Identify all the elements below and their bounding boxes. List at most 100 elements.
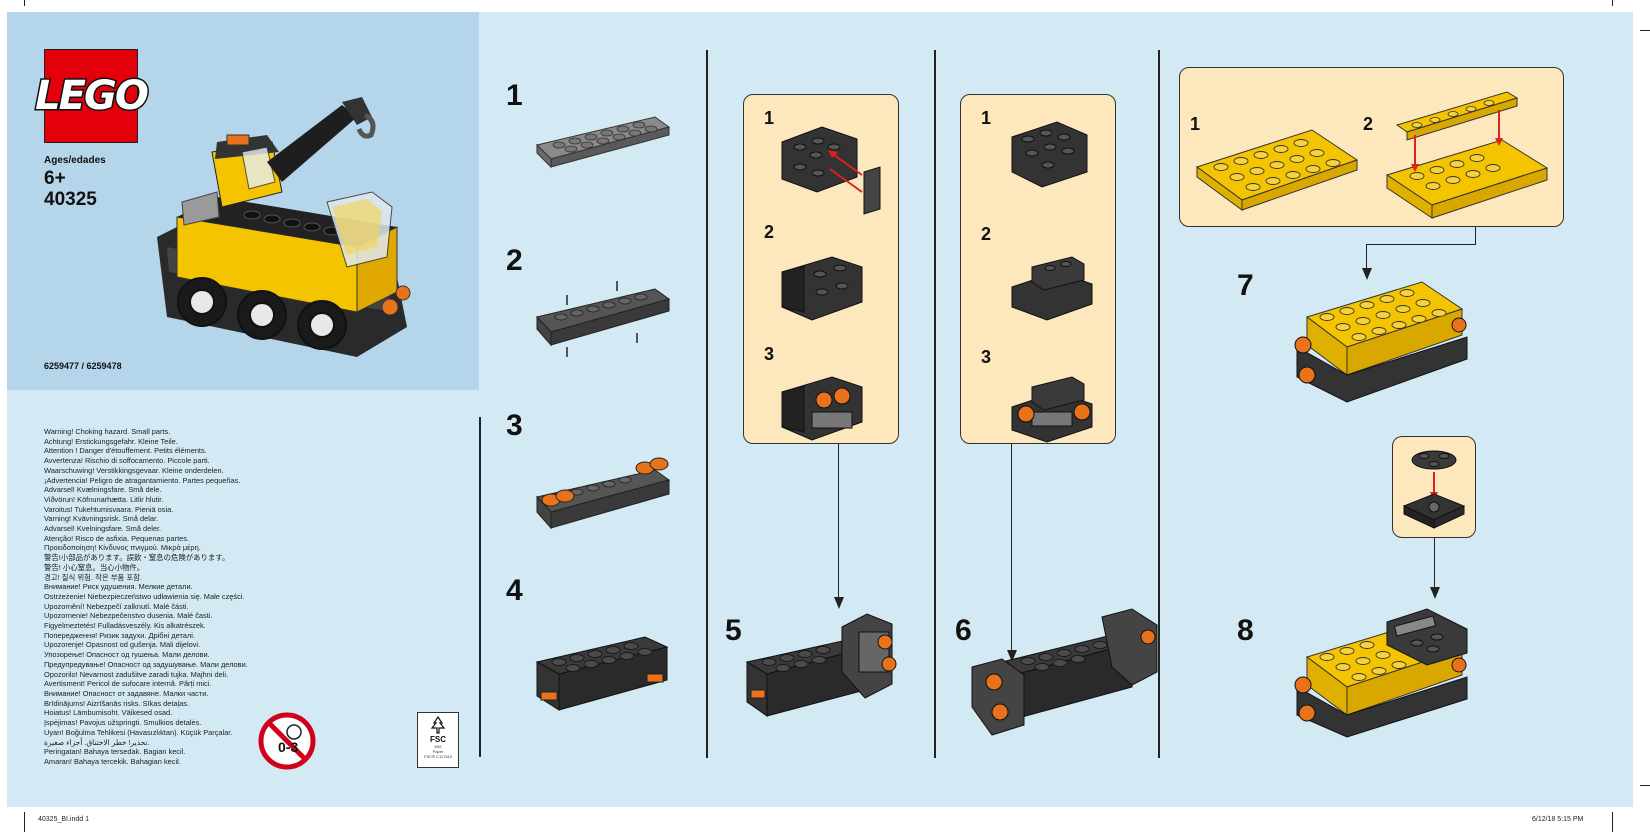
warning-line: Amaran! Bahaya tercekik. Bahagian kecil.: [44, 756, 181, 766]
sheet-background: LEGO Ages/edades 6+ 40325 6259477 / 6259…: [7, 12, 1633, 807]
warning-line: Advarsel! Kvælningsfare. Små dele.: [44, 485, 162, 495]
warning-line: Achtung! Erstickungsgefahr. Kleine Teile…: [44, 436, 178, 446]
step-number-3: 3: [506, 409, 523, 442]
crop-mark: [1612, 812, 1613, 832]
lego-logo: LEGO: [34, 49, 150, 143]
arrow-line: [1366, 244, 1476, 245]
fsc-text: FSC: [430, 735, 446, 744]
warning-line: Предупредување! Опасност од задушување. …: [44, 659, 248, 669]
cover-section: LEGO Ages/edades 6+ 40325 6259477 / 6259…: [7, 12, 479, 390]
warning-line: Viðvörun! Köfnunarhætta. Litlir hlutir.: [44, 494, 164, 504]
arrow-line: [838, 444, 839, 602]
warning-line: Advarsel! Kvelningsfare. Små deler.: [44, 524, 162, 534]
substep-number: 1: [1190, 114, 1201, 134]
crop-mark: [24, 812, 25, 832]
step-8-substep-illustration: [1402, 450, 1466, 529]
substep-number: 1: [764, 108, 775, 128]
column-divider: [479, 417, 481, 757]
warning-line: Attention ! Danger d'étouffement. Petits…: [44, 446, 207, 456]
age-badge-text: 0-3: [278, 739, 298, 755]
part-numbers: 6259477 / 6259478: [44, 361, 122, 371]
step-6-illustration: [971, 608, 1158, 736]
step-5-substep-2-illustration: [781, 256, 863, 321]
warning-line: Waarschuwing! Verstikkingsgevaar. Kleine…: [44, 465, 224, 475]
warning-line: Avertisment! Pericol de sufocare internă…: [44, 679, 212, 689]
substep-number: 2: [981, 224, 992, 244]
warning-line: Προειδοποίηση! Κίνδυνος πνιγμού. Μικρά μ…: [44, 543, 201, 553]
brand-name: LEGO: [34, 72, 151, 121]
step-number-2: 2: [506, 244, 523, 277]
arrow-head: [1430, 587, 1440, 599]
column-divider: [706, 50, 708, 758]
step-6-substep-1-illustration: [1011, 121, 1088, 188]
column-divider: [1158, 50, 1160, 758]
warning-line: Upozorenje! Opasnost od gušenja. Mali di…: [44, 640, 201, 650]
warning-line: Įspėjimas! Pavojus užspringti. Smulkios …: [44, 718, 202, 728]
age-value: 6+: [44, 168, 66, 189]
step-number-6: 6: [955, 614, 972, 647]
warning-line: Avvertenza! Rischio di soffocamento. Pic…: [44, 456, 210, 466]
tree-icon: [430, 715, 446, 734]
warning-line: 경고! 질식 위험. 작은 부품 포함.: [44, 572, 143, 582]
column-divider: [934, 50, 936, 758]
warning-line: Figyelmeztetés! Fulladásveszély. Kis alk…: [44, 621, 206, 631]
step-number-7: 7: [1237, 269, 1254, 302]
warning-line: Peringatan! Bahaya tersedak. Bagian keci…: [44, 747, 186, 757]
warning-line: Попередження! Ризик задухи. Дрібні детал…: [44, 630, 195, 640]
warning-line: Упозорење! Опасност од гушења. Мали дело…: [44, 650, 210, 660]
substep-number: 2: [764, 222, 775, 242]
no-under-3-icon: 0-3: [258, 712, 316, 770]
warning-line: Hoiatus! Lämbumisoht. Väikesed osad.: [44, 708, 173, 718]
warning-line: Upozornenie! Nebezpečenstvo dusenia. Mal…: [44, 611, 213, 621]
warning-line: Ostrzeżenie! Niebezpieczeństwo udławieni…: [44, 591, 245, 601]
warning-line: Upozornění! Nebezpečí zalknutí. Malé čás…: [44, 601, 189, 611]
warning-line: Varning! Kvävningsrisk. Små delar.: [44, 514, 159, 524]
warning-line: Warning! Choking hazard. Small parts.: [44, 427, 171, 436]
step-6-substep-3-illustration: [1011, 376, 1093, 443]
step-number-1: 1: [506, 79, 523, 112]
step-7-illustration: [1294, 281, 1468, 403]
crop-mark: [1612, 0, 1613, 6]
step-number-4: 4: [506, 574, 523, 607]
step-number-5: 5: [725, 614, 742, 647]
substep-number: 3: [981, 347, 992, 367]
step-7-substep-1-illustration: [1195, 129, 1359, 211]
warning-line: 警告!小部品があります。誤飲・窒息の危険があります。: [44, 553, 230, 563]
substep-number: 2: [1363, 114, 1374, 134]
step-7-substep-2-illustration: [1385, 91, 1549, 219]
arrow-line: [1434, 538, 1435, 591]
crop-mark: [24, 0, 25, 6]
step-5-illustration: [745, 613, 897, 717]
step-6-substep-2-illustration: [1011, 256, 1093, 321]
warning-line: ¡Advertencia! Peligro de atragantamiento…: [44, 475, 241, 485]
footer-date: 6/12/18 5:15 PM: [1532, 816, 1584, 823]
warning-line: 警告! 小心窒息。当心小物件。: [44, 562, 145, 572]
step-number-8: 8: [1237, 614, 1254, 647]
fsc-logo: FSC MIX Paper FSC® C117610: [417, 712, 459, 768]
warning-line: Uyarı! Boğulma Tehlikesi (Havasızlıktan)…: [44, 727, 233, 737]
arrow-head: [834, 597, 844, 609]
step-8-illustration: [1294, 608, 1468, 738]
arrow-line: [1011, 444, 1012, 654]
substep-number: 1: [981, 108, 992, 128]
footer-filename: 40325_BI.indd 1: [38, 816, 89, 823]
arrow-head: [1362, 268, 1372, 280]
arrow-line: [1475, 227, 1476, 245]
crane-model-image: [157, 97, 411, 357]
crop-mark: [1640, 785, 1650, 786]
step-5-substep-3-illustration: [781, 376, 863, 441]
ages-label: Ages/edades: [44, 155, 106, 166]
crop-mark: [1640, 30, 1650, 31]
step-4-illustration: [535, 636, 669, 711]
step-2-illustration: [536, 281, 671, 357]
arrow-line: [1366, 244, 1367, 272]
warning-line: تحذير! خطر الاختناق. أجزاء صغيرة.: [44, 737, 150, 747]
warning-line: Varoitus! Tukehtumisvaara. Pieniä osia.: [44, 504, 174, 514]
warning-text-block: Warning! Choking hazard. Small parts.Ach…: [44, 427, 294, 767]
arrow-head: [1007, 650, 1017, 662]
fsc-mix: MIX: [434, 744, 442, 749]
step-5-substep-1-illustration: [781, 126, 881, 215]
step-3-illustration: [536, 457, 671, 530]
fsc-paper: Paper: [432, 749, 444, 754]
